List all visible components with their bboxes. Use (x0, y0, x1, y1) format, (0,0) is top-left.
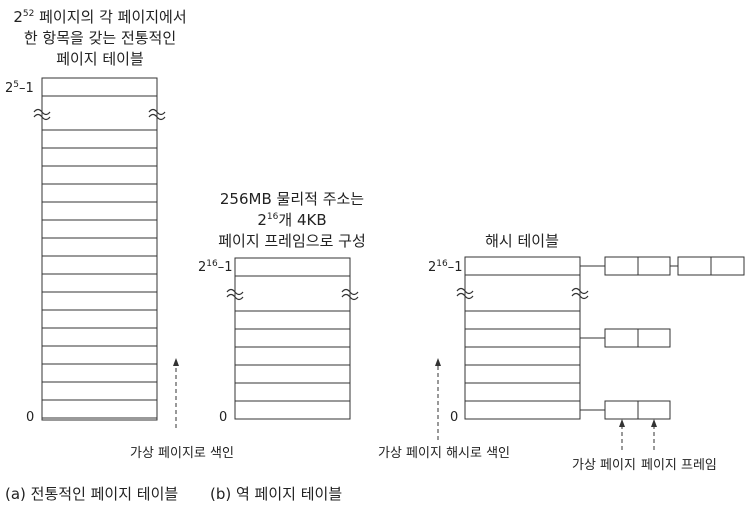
hash-title: 해시 테이블 (485, 232, 559, 250)
inverted-title-line3: 페이지 프레임으로 구성 (218, 232, 366, 250)
traditional-title-line3: 페이지 테이블 (56, 50, 144, 68)
inverted-caption: (b) 역 페이지 테이블 (210, 485, 342, 503)
table-outline (464, 256, 581, 420)
break-mark-icon (226, 293, 244, 301)
hash-top-index: 216–1 (428, 259, 463, 275)
chain-entry-virtual-page (604, 400, 639, 420)
inverted-page-table: 256MB 물리적 주소는 216개 4KB 페이지 프레임으로 구성 216–… (198, 190, 366, 503)
break-mark-icon (456, 287, 474, 295)
page-frame-label: 페이지 프레임 (641, 458, 717, 473)
hash-table: 해시 테이블 216–1 0 가상 페이지 해시로 색인 가상 페이지 페이지 … (378, 232, 745, 473)
break-mark-icon (148, 113, 166, 121)
inverted-table-rows (226, 257, 359, 420)
chain-entry-page-frame (637, 328, 671, 348)
break-mark-icon (571, 292, 589, 300)
chain-entry-virtual-page (604, 256, 639, 276)
chain-entry-page-frame (710, 256, 745, 276)
traditional-arrow-label: 가상 페이지로 색인 (130, 446, 234, 461)
chain-entry-virtual-page (604, 328, 639, 348)
traditional-bottom-index: 0 (26, 410, 34, 425)
hash-chains (580, 256, 745, 420)
chain-entry-page-frame (637, 400, 671, 420)
break-mark-icon (226, 288, 244, 296)
inverted-top-index: 216–1 (198, 259, 233, 275)
hash-table-rows (456, 256, 589, 420)
break-mark-icon (456, 292, 474, 300)
virtual-page-label: 가상 페이지 (572, 458, 636, 473)
hash-arrow-label: 가상 페이지 해시로 색인 (378, 446, 510, 461)
break-mark-icon (341, 293, 359, 301)
break-mark-icon (148, 108, 166, 116)
break-mark-icon (33, 113, 51, 121)
break-mark-icon (33, 108, 51, 116)
traditional-page-table: 252 페이지의 각 페이지에서 한 항목을 갖는 전통적인 페이지 테이블 2… (5, 8, 234, 503)
traditional-table-rows (33, 77, 166, 421)
traditional-title-line2: 한 항목을 갖는 전통적인 (24, 29, 176, 47)
traditional-caption: (a) 전통적인 페이지 테이블 (5, 485, 178, 503)
table-outline (41, 77, 158, 421)
inverted-title-line2: 216개 4KB (257, 211, 326, 229)
chain-entry-page-frame (637, 256, 671, 276)
chain-entry-virtual-page (677, 256, 712, 276)
inverted-title-line1: 256MB 물리적 주소는 (220, 190, 364, 208)
inverted-bottom-index: 0 (219, 410, 227, 425)
break-mark-icon (341, 288, 359, 296)
break-mark-icon (571, 287, 589, 295)
table-outline (234, 257, 351, 420)
traditional-top-index: 25–1 (5, 80, 34, 96)
traditional-title-line1: 252 페이지의 각 페이지에서 (13, 8, 186, 26)
hash-bottom-index: 0 (450, 410, 458, 425)
